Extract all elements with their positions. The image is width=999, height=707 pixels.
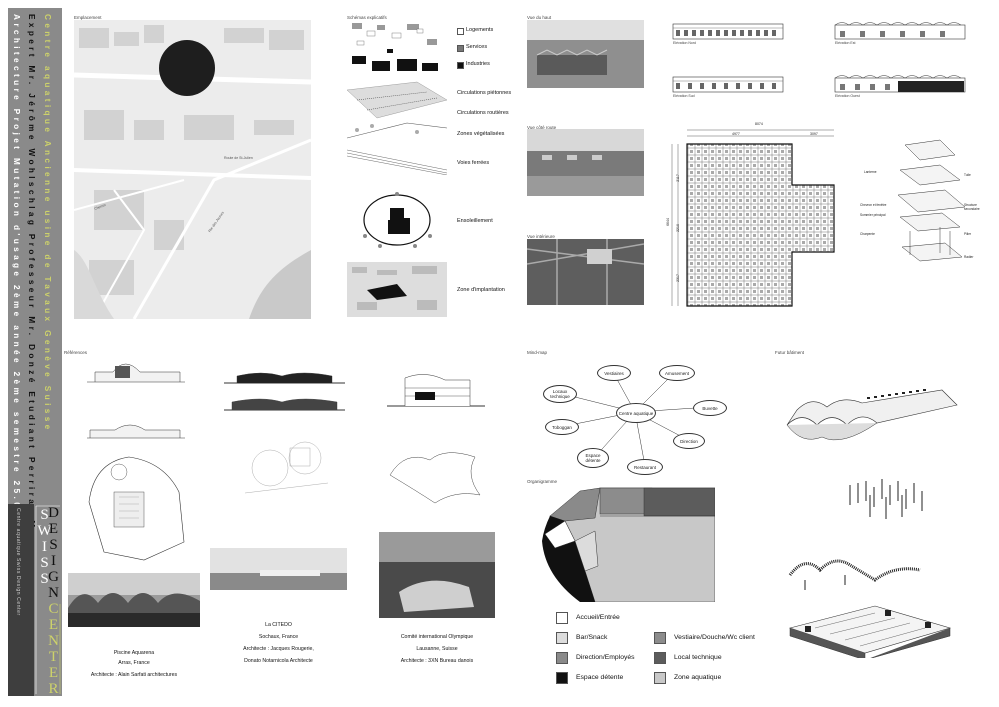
vegetation-diagram	[347, 118, 447, 144]
implantation-diagram	[347, 262, 447, 317]
mindmap-node: Direction	[673, 433, 705, 449]
course-info: Architecture Projet Mutation d'usage 2èm…	[12, 14, 21, 556]
railway-diagram	[347, 145, 447, 175]
swatch-services	[457, 45, 464, 52]
mindmap-node: Amusement	[659, 365, 695, 381]
schema-label: Circulations piétonnes	[457, 90, 512, 96]
swatch-logements	[457, 28, 464, 35]
mindmap-center: Centre aquatique	[616, 403, 656, 423]
structure-walls	[785, 545, 925, 595]
aquarena-section-2	[85, 420, 187, 442]
ref1-name: Piscine Aquarena	[113, 650, 155, 656]
organigramme-title: Organigramme	[527, 479, 558, 484]
title-sidebar: Architecture Projet Mutation d'usage 2èm…	[8, 8, 62, 697]
ref2-architect-2: Donato Notarnicola Architecte	[244, 658, 313, 664]
schema-label: Voies ferrées	[457, 160, 490, 166]
exploded-axonometric: Lanterne Chevron et fenêtre Sommier prin…	[860, 135, 980, 270]
schemas-title: Schémas explicatifs	[347, 15, 387, 20]
mindmap-node: Buvette	[693, 400, 727, 416]
schema-label: Zones végétalisées	[457, 131, 505, 137]
ref1-place: Arras, France	[118, 660, 150, 666]
aquarena-photo	[68, 573, 200, 627]
roof-model	[782, 385, 962, 450]
ref1-architect: Architecte : Alain Sarfati architectures	[90, 672, 178, 678]
ref3-architect: Architecte : 3XN Bureau danois	[400, 658, 474, 664]
mindmap-node: Vestiaires	[597, 365, 631, 381]
ioc-plan	[385, 445, 487, 507]
citedo-section	[222, 368, 347, 386]
sidebar-small-text: Centre aquatique Swiss Design Center	[15, 508, 21, 616]
sidebar-dark-strip: Centre aquatique Swiss Design Center	[8, 504, 34, 696]
citedo-photo	[210, 548, 347, 590]
view-top-label: Vue du haut	[527, 15, 552, 20]
schema-label: Circulations routières	[457, 110, 509, 116]
citedo-plan	[240, 428, 332, 500]
ioc-photo	[379, 532, 495, 618]
ref3-place: Lausanne, Suisse	[416, 646, 458, 652]
view-street-photo	[527, 129, 644, 196]
structure-columns	[840, 475, 930, 525]
mindmap: Centre aquatique Vestiaires Amusement Lo…	[535, 360, 760, 475]
schema-label: Ensoleillement	[457, 218, 493, 224]
mindmap-node: Espace détente	[577, 448, 609, 468]
street-label: Route de St-Julien	[224, 156, 253, 160]
aquarena-section	[85, 358, 187, 386]
floor-plan: 8074 4977 3097 6644 2117 2210 2317	[660, 120, 845, 312]
elevation-sud: Elévation Sud	[668, 72, 788, 100]
mindmap-title: Mind-map	[527, 350, 548, 355]
citedo-section-2	[222, 393, 347, 413]
view-interior-label: Vue intérieure	[527, 234, 555, 239]
project-info: Centre aquatique Ancienne usine de Tavau…	[43, 14, 52, 433]
ground-floor-model	[785, 598, 955, 658]
site-map: Route de St-Julien Chemin Rte des Jeunes	[74, 20, 311, 319]
ref2-name: La CITEDO	[265, 622, 292, 628]
site-title: Emplacement	[74, 15, 102, 20]
elevation-ouest: Elévation Ouest	[830, 72, 970, 100]
urban-diagram	[347, 21, 447, 76]
building-title: Futur bâtiment	[775, 350, 805, 355]
sun-diagram	[360, 190, 435, 250]
mindmap-node: Restaurant	[627, 459, 663, 475]
elevation-nord: Elévation Nord	[668, 19, 788, 47]
swatch-industries	[457, 62, 464, 69]
ioc-section	[385, 368, 487, 410]
swiss-design-center-logo: S W I S S D E S I G N C E N T E R	[35, 505, 61, 697]
view-street-label: Vue côté route	[527, 125, 557, 130]
aquarena-plan	[84, 452, 189, 564]
organigramme-diagram	[540, 486, 716, 603]
pedestrian-diagram	[347, 80, 447, 120]
ref2-architect: Architecte : Jacques Rougerie,	[243, 646, 314, 652]
people-info: Expert Mr. Jérôme Wohlschlag Professeur …	[27, 14, 36, 570]
ref3-name: Comité international Olympique	[400, 634, 474, 640]
view-top-photo	[527, 20, 644, 88]
references-title: Références	[64, 350, 88, 355]
mindmap-node: Locaux technique	[543, 385, 577, 403]
schema-label: Zone d'implantation	[457, 287, 505, 293]
elevation-est: Elévation Est	[830, 19, 970, 47]
ref2-place: Sochaux, France	[258, 634, 299, 640]
view-interior-photo	[527, 239, 644, 305]
mindmap-node: Toboggan	[545, 419, 579, 435]
